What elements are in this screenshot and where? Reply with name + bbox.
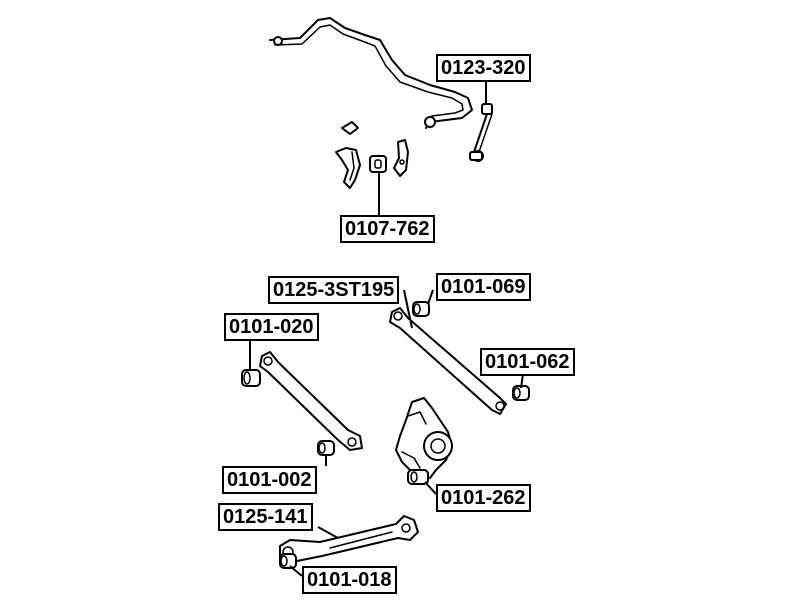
label-bushing-knuckle: 0101-262	[436, 484, 531, 512]
bushing-upper-left	[412, 301, 430, 317]
label-bushing-lower: 0101-018	[302, 566, 397, 594]
label-stabilizer-link: 0123-320	[436, 54, 531, 82]
stabilizer-bar	[269, 17, 473, 129]
bushing-lower	[279, 553, 297, 569]
label-bushing-arm-left: 0101-020	[224, 313, 319, 341]
stabilizer-bushing-group	[335, 121, 409, 189]
steering-knuckle	[395, 397, 453, 485]
label-bushing-arm-left-lower: 0101-002	[222, 466, 317, 494]
label-lower-arm: 0125-141	[218, 503, 313, 531]
label-upper-long-arm: 0125-3ST195	[268, 276, 400, 304]
label-stabilizer-bushing: 0107-762	[340, 215, 435, 243]
stabilizer-link	[469, 103, 493, 162]
label-bushing-upper-right: 0101-062	[480, 348, 575, 376]
upper-long-arm	[389, 307, 507, 415]
bushing-upper-right	[512, 385, 530, 401]
bushing-arm-left-lower	[317, 440, 335, 456]
leader-lines	[249, 81, 524, 577]
left-control-arm	[259, 351, 363, 451]
bushing-arm-left	[241, 369, 261, 387]
label-bushing-upper-left: 0101-069	[436, 273, 531, 301]
